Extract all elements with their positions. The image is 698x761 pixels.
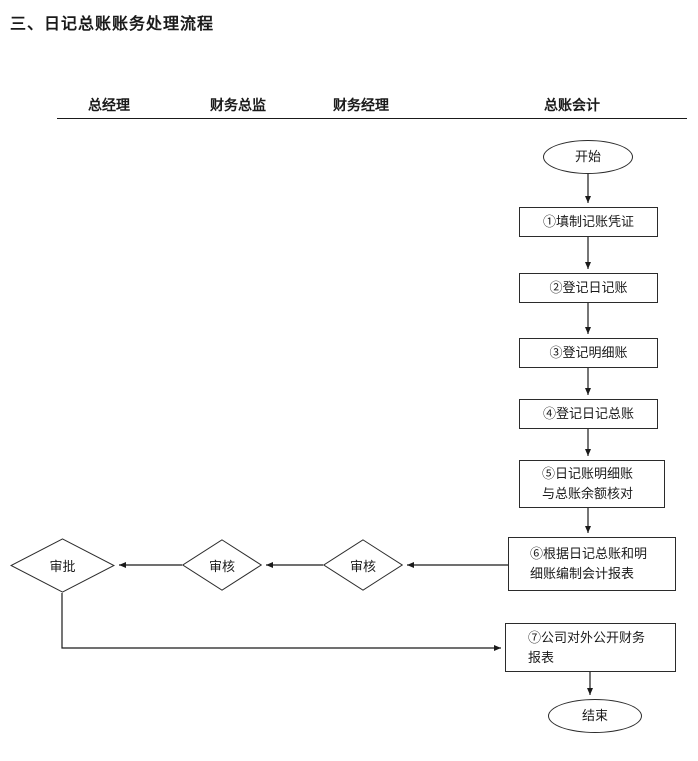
process-step-5: ⑤日记账明细账与总账余额核对: [519, 460, 665, 508]
process-step-4-label: ④登记日记总账: [542, 406, 634, 421]
approve-decision-general-manager-label: 审批: [49, 559, 76, 574]
process-step-2-label: ②登记日记账: [549, 280, 628, 295]
process-step-6: ⑥根据日记总账和明细账编制会计报表: [508, 537, 676, 591]
approve-decision-general-manager: 审批: [10, 538, 115, 593]
process-step-7-label: ⑦公司对外公开财务报表: [528, 629, 646, 665]
process-step-4: ④登记日记总账: [519, 399, 658, 429]
start-node-label: 开始: [574, 149, 601, 164]
end-node: 结束: [548, 699, 642, 733]
end-node-label: 结束: [581, 708, 608, 723]
process-step-1-label: ①填制记账凭证: [542, 214, 634, 229]
lane-header-gl-accountant: 总账会计: [544, 99, 600, 114]
process-step-6-label: ⑥根据日记总账和明细账编制会计报表: [530, 546, 648, 581]
process-step-3-label: ③登记明细账: [549, 345, 628, 360]
review-decision-finance-director: 审核: [182, 539, 262, 591]
diamond-shape-icon: [10, 538, 115, 593]
lane-header-finance-manager: 财务经理: [333, 99, 389, 114]
review-decision-finance-manager: 审核: [323, 539, 403, 591]
start-node: 开始: [543, 140, 633, 174]
process-step-1: ①填制记账凭证: [519, 207, 658, 237]
process-step-3: ③登记明细账: [519, 338, 658, 368]
review-decision-finance-manager-label: 审核: [349, 558, 376, 574]
diamond-shape-icon: [182, 539, 262, 591]
review-decision-finance-director-label: 审核: [208, 558, 235, 574]
diamond-shape-icon: [323, 539, 403, 591]
lane-header-finance-director: 财务总监: [210, 99, 266, 114]
process-step-5-label: ⑤日记账明细账与总账余额核对: [542, 466, 634, 501]
lane-divider-line: [57, 118, 687, 119]
lane-header-general-manager: 总经理: [88, 99, 130, 114]
process-step-7: ⑦公司对外公开财务报表: [505, 623, 676, 672]
page-title: 三、日记总账账务处理流程: [10, 16, 215, 33]
process-step-2: ②登记日记账: [519, 273, 658, 303]
